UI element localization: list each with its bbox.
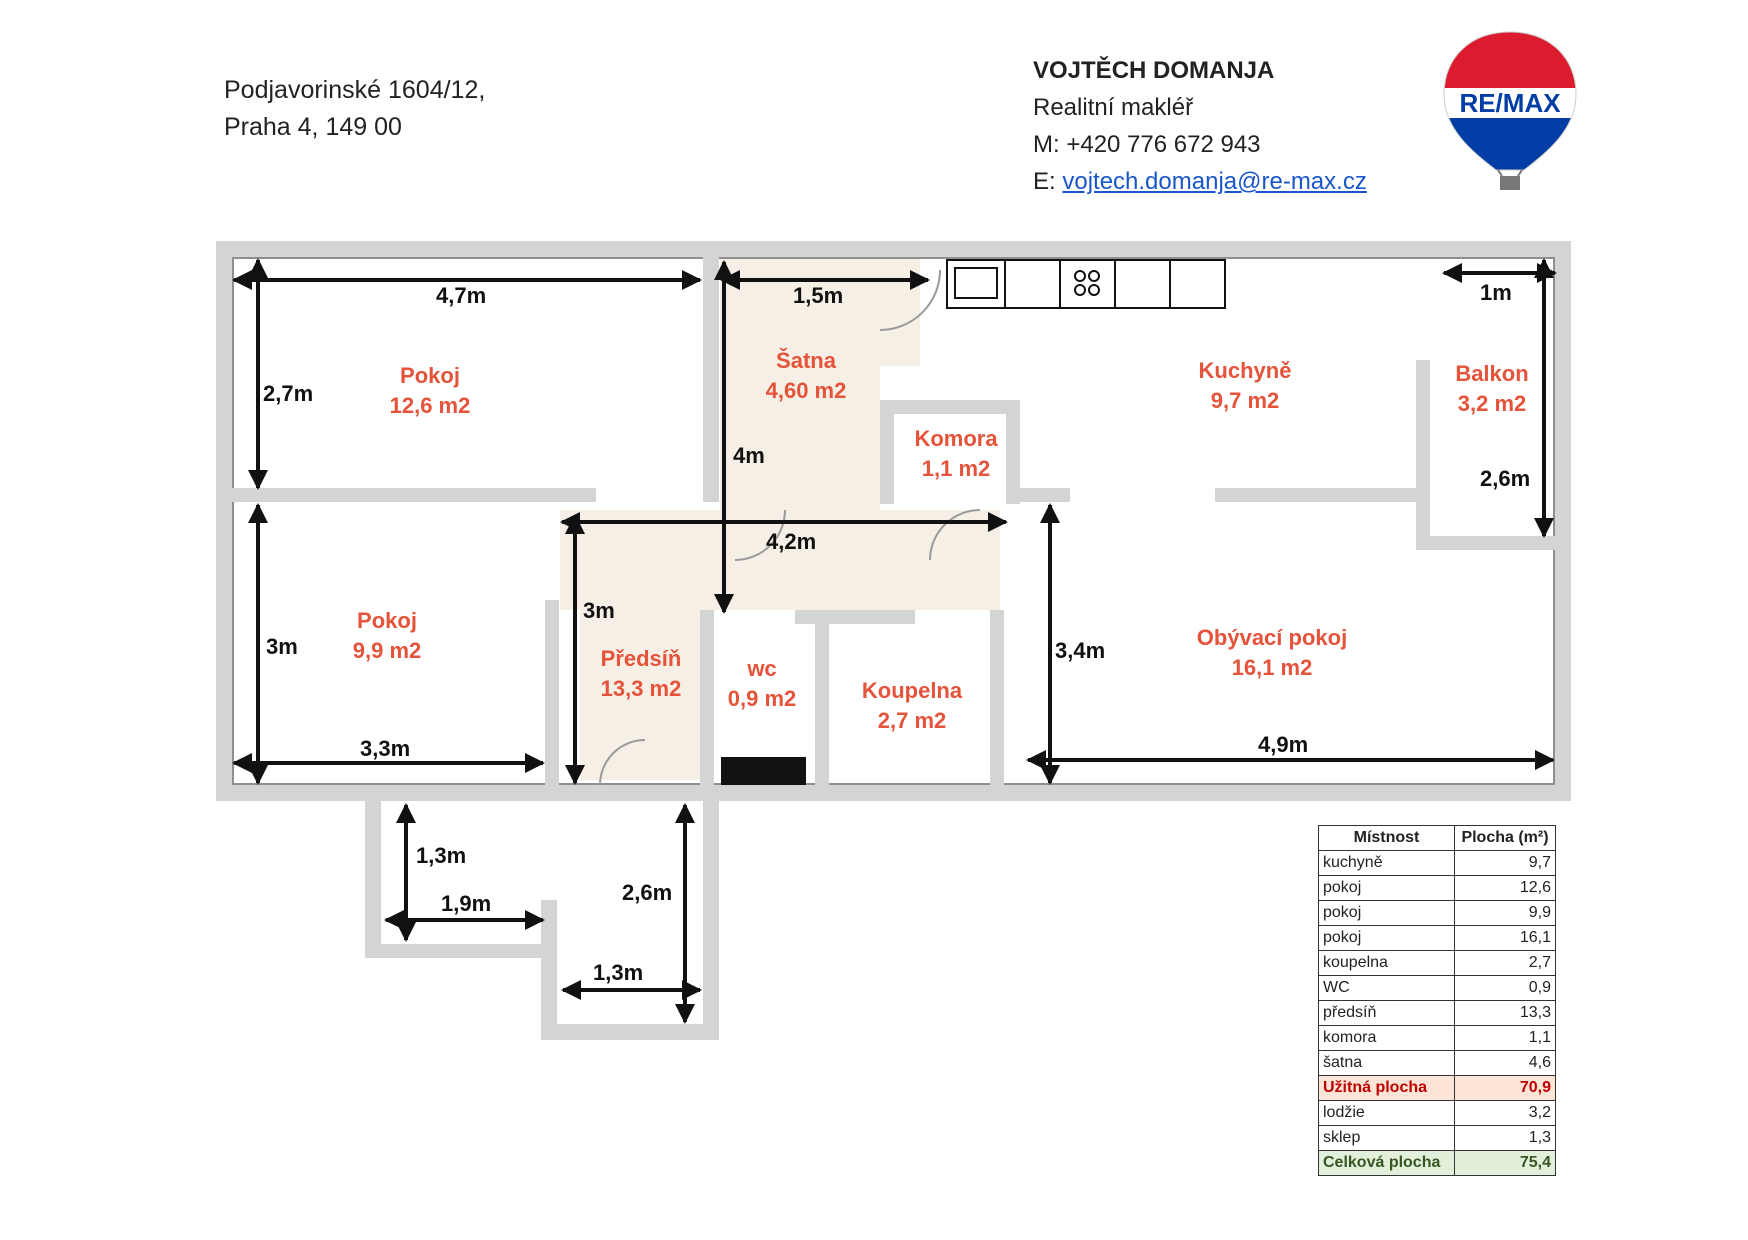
room-kuchyne-area: 9,7 m2 <box>1211 388 1280 413</box>
dim-3m-predsin: 3m <box>583 598 615 623</box>
table-cell-room: pokoj <box>1318 925 1455 951</box>
dim-4-7m: 4,7m <box>436 283 486 308</box>
room-koupelna-area: 2,7 m2 <box>878 708 947 733</box>
dim-2-7m: 2,7m <box>263 381 313 406</box>
address-line-2: Praha 4, 149 00 <box>224 113 402 141</box>
table-cell-area: 9,7 <box>1454 850 1556 876</box>
room-satna-area: 4,60 m2 <box>766 378 847 403</box>
dim-3m-pokoj: 3m <box>266 634 298 659</box>
dim-4m: 4m <box>733 443 765 468</box>
table-cell-area: 2,7 <box>1454 950 1556 976</box>
dim-1-5m: 1,5m <box>793 283 843 308</box>
room-pokoj-2-area: 9,9 m2 <box>353 638 422 663</box>
table-cell-area: 3,2 <box>1454 1100 1556 1126</box>
agent-contact: VOJTĚCH DOMANJA Realitní makléř M: +420 … <box>1033 52 1367 200</box>
room-labels: Pokoj 12,6 m2 Šatna 4,60 m2 Komora 1,1 m… <box>353 348 1529 733</box>
room-predsin-name: Předsíň <box>601 646 682 671</box>
room-satna-name: Šatna <box>776 348 837 373</box>
table-cell-room: sklep <box>1318 1125 1455 1151</box>
table-cell-room: kuchyně <box>1318 850 1455 876</box>
room-koupelna-name: Koupelna <box>862 678 963 703</box>
dim-1-3m-sklep: 1,3m <box>416 843 466 868</box>
table-header-row: Místnost Plocha (m²) <box>1318 825 1556 851</box>
logo-text: RE/MAX <box>1459 88 1561 118</box>
agent-role: Realitní makléř <box>1033 94 1194 121</box>
table-cell-area: 12,6 <box>1454 875 1556 901</box>
total-value: 75,4 <box>1454 1150 1556 1176</box>
dim-1-9m: 1,9m <box>441 891 491 916</box>
table-header-area: Plocha (m²) <box>1454 825 1556 851</box>
agent-phone: M: +420 776 672 943 <box>1033 131 1261 158</box>
table-cell-area: 9,9 <box>1454 900 1556 926</box>
room-wc-area: 0,9 m2 <box>728 686 797 711</box>
room-pokoj-2-name: Pokoj <box>357 608 417 633</box>
table-header-room: Místnost <box>1318 825 1455 851</box>
room-predsin-area: 13,3 m2 <box>601 676 682 701</box>
room-obyvaci-name: Obývací pokoj <box>1197 625 1347 650</box>
table-cell-room: WC <box>1318 975 1455 1001</box>
dim-3-4m: 3,4m <box>1055 638 1105 663</box>
room-pokoj-1-name: Pokoj <box>400 363 460 388</box>
agent-email-link[interactable]: vojtech.domanja@re-max.cz <box>1062 168 1367 195</box>
subtotal-value: 70,9 <box>1454 1075 1556 1101</box>
table-cell-area: 4,6 <box>1454 1050 1556 1076</box>
dimension-lines <box>232 258 1557 1024</box>
table-cell-room: lodžie <box>1318 1100 1455 1126</box>
table-cell-area: 13,3 <box>1454 1000 1556 1026</box>
table-cell-room: šatna <box>1318 1050 1455 1076</box>
dim-2-6m-chodba: 2,6m <box>622 880 672 905</box>
agent-name: VOJTĚCH DOMANJA <box>1033 57 1275 84</box>
total-label: Celková plocha <box>1318 1150 1455 1176</box>
table-cell-room: komora <box>1318 1025 1455 1051</box>
table-cell-room: předsíň <box>1318 1000 1455 1026</box>
room-komora-name: Komora <box>914 426 998 451</box>
dimension-labels: 4,7m 2,7m 1,5m 4m 1m 2,6m 4,2m 3m 3m 3,3… <box>263 280 1530 985</box>
table-cell-room: koupelna <box>1318 950 1455 976</box>
dim-3-3m: 3,3m <box>360 736 410 761</box>
dim-2-6m-balkon: 2,6m <box>1480 466 1530 491</box>
table-cell-room: pokoj <box>1318 875 1455 901</box>
remax-balloon-logo: RE/MAX <box>1443 31 1577 190</box>
room-obyvaci-area: 16,1 m2 <box>1232 655 1313 680</box>
radiator <box>721 757 806 785</box>
kitchen-counter <box>946 259 1226 309</box>
table-cell-area: 0,9 <box>1454 975 1556 1001</box>
dim-1-3m-chodba: 1,3m <box>593 960 643 985</box>
dim-4-9m: 4,9m <box>1258 732 1308 757</box>
dim-4-2m: 4,2m <box>766 529 816 554</box>
room-wc-name: wc <box>746 656 776 681</box>
address: Podjavorinské 1604/12, Praha 4, 149 00 <box>224 72 485 146</box>
room-pokoj-1-area: 12,6 m2 <box>390 393 471 418</box>
room-komora-area: 1,1 m2 <box>922 456 991 481</box>
room-kuchyne-name: Kuchyně <box>1199 358 1292 383</box>
dim-1m: 1m <box>1480 280 1512 305</box>
room-balkon-name: Balkon <box>1455 361 1528 386</box>
table-cell-area: 16,1 <box>1454 925 1556 951</box>
table-cell-area: 1,3 <box>1454 1125 1556 1151</box>
subtotal-label: Užitná plocha <box>1318 1075 1455 1101</box>
wall-fills <box>216 241 1571 1040</box>
table-cell-area: 1,1 <box>1454 1025 1556 1051</box>
table-cell-room: pokoj <box>1318 900 1455 926</box>
agent-email-row: E: vojtech.domanja@re-max.cz <box>1033 163 1367 200</box>
room-balkon-area: 3,2 m2 <box>1458 391 1527 416</box>
agent-email-prefix: E: <box>1033 168 1063 195</box>
address-line-1: Podjavorinské 1604/12, <box>224 76 486 104</box>
